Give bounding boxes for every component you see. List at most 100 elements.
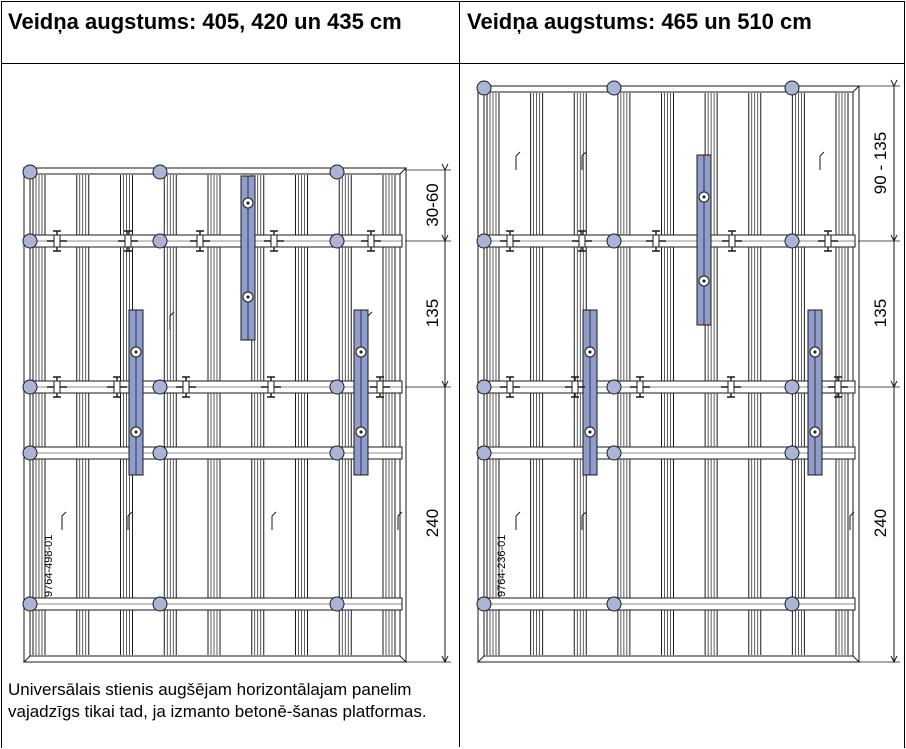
clamp-body (727, 380, 735, 394)
lifting-point (329, 445, 345, 461)
right-horizontal-walers (481, 234, 856, 611)
rod-pin-center (246, 295, 250, 299)
lifting-point (152, 379, 168, 395)
header-divider (1, 63, 905, 64)
clamp-body (834, 380, 842, 394)
lifting-point (152, 164, 168, 180)
lifting-point (784, 80, 800, 96)
right-dimension-lines (858, 79, 900, 664)
lifting-point (329, 164, 345, 180)
hook-detail (397, 511, 403, 530)
right-panel-title: Veidņa augstums: 465 un 510 cm (467, 9, 812, 34)
lifting-point (476, 379, 492, 395)
dimension-arrow (890, 380, 898, 389)
lifting-point (606, 233, 622, 249)
clamp-body (367, 234, 375, 248)
right-dim-top: 90 - 135 (871, 132, 890, 194)
hook-detail (127, 511, 133, 530)
hook-detail (169, 311, 175, 330)
clamp-body (728, 234, 736, 248)
left-dim-bottom: 240 (423, 509, 442, 537)
lifting-point (606, 596, 622, 612)
lifting-point (606, 445, 622, 461)
right-formwork-drawing (476, 79, 900, 664)
clamp-body (53, 380, 61, 394)
hook-detail (515, 151, 521, 170)
lifting-point (22, 164, 38, 180)
right-dim-middle: 135 (871, 299, 890, 327)
dimension-arrow (441, 380, 449, 389)
hook-detail (581, 151, 587, 170)
dimension-arrow (441, 655, 449, 664)
left-panel-title: Veidņa augstums: 405, 420 un 435 cm (8, 9, 402, 34)
clamp-body (270, 234, 278, 248)
rod-pin-center (359, 350, 363, 354)
clamp-body (376, 380, 384, 394)
rod-pin-center (359, 430, 363, 434)
panel-divider (459, 1, 460, 747)
rod-pin-center (246, 201, 250, 205)
rod-pin-center (702, 279, 706, 283)
clamp-body (636, 380, 644, 394)
lifting-point (606, 379, 622, 395)
left-drawing-code: 9764-498-01 (43, 535, 55, 597)
right-clamps (500, 230, 848, 398)
hook-detail (61, 511, 67, 530)
lifting-point (329, 596, 345, 612)
panel-top-edge (22, 167, 408, 175)
clamp-body (53, 234, 61, 248)
rod-pin-center (588, 430, 592, 434)
dimension-arrow (441, 234, 449, 243)
dimension-arrow (890, 655, 898, 664)
hook-detail (849, 511, 855, 530)
right-drawing-code: 9764-236-01 (496, 535, 508, 597)
dimension-arrow (890, 234, 898, 243)
lifting-point (22, 445, 38, 461)
clamp-body (578, 234, 586, 248)
lifting-point (152, 445, 168, 461)
rod-pin-center (813, 430, 817, 434)
panel-top-edge (476, 85, 861, 93)
rod-pin-center (588, 350, 592, 354)
rod-pin-center (702, 195, 706, 199)
clamp-body (196, 234, 204, 248)
lifting-point (476, 233, 492, 249)
clamp-body (506, 380, 514, 394)
lifting-point (329, 379, 345, 395)
lifting-point (329, 233, 345, 249)
left-formwork-drawing (22, 163, 451, 664)
right-vertical-profiles (486, 93, 855, 655)
clamp-body (267, 380, 275, 394)
lifting-point (476, 445, 492, 461)
left-panel-caption: Universālais stienis augšējam horizontāl… (8, 680, 427, 721)
clamp-body (182, 380, 190, 394)
dimension-arrow (890, 79, 898, 88)
panel-bottom-edge (476, 655, 861, 663)
clamp-body (571, 380, 579, 394)
clamp-body (506, 234, 514, 248)
left-dim-middle: 135 (423, 299, 442, 327)
lifting-point (22, 379, 38, 395)
lifting-point (784, 596, 800, 612)
clamp-body (652, 234, 660, 248)
hook-detail (515, 511, 521, 530)
lifting-point (476, 80, 492, 96)
hook-detail (271, 511, 277, 530)
lifting-point (152, 233, 168, 249)
clamp-body (124, 234, 132, 248)
right-lifting-points (476, 80, 800, 612)
lifting-point (606, 80, 622, 96)
lifting-point (22, 596, 38, 612)
hook-detail (367, 311, 373, 330)
rod-pin-center (134, 430, 138, 434)
left-dim-top: 30-60 (423, 183, 442, 226)
dimension-arrow (441, 163, 449, 172)
left-dimension-lines (405, 163, 451, 664)
right-dim-bottom: 240 (871, 509, 890, 537)
lifting-point (784, 445, 800, 461)
hook-detail (581, 511, 587, 530)
right-universal-rods (582, 154, 823, 476)
hook-detail (819, 151, 825, 170)
